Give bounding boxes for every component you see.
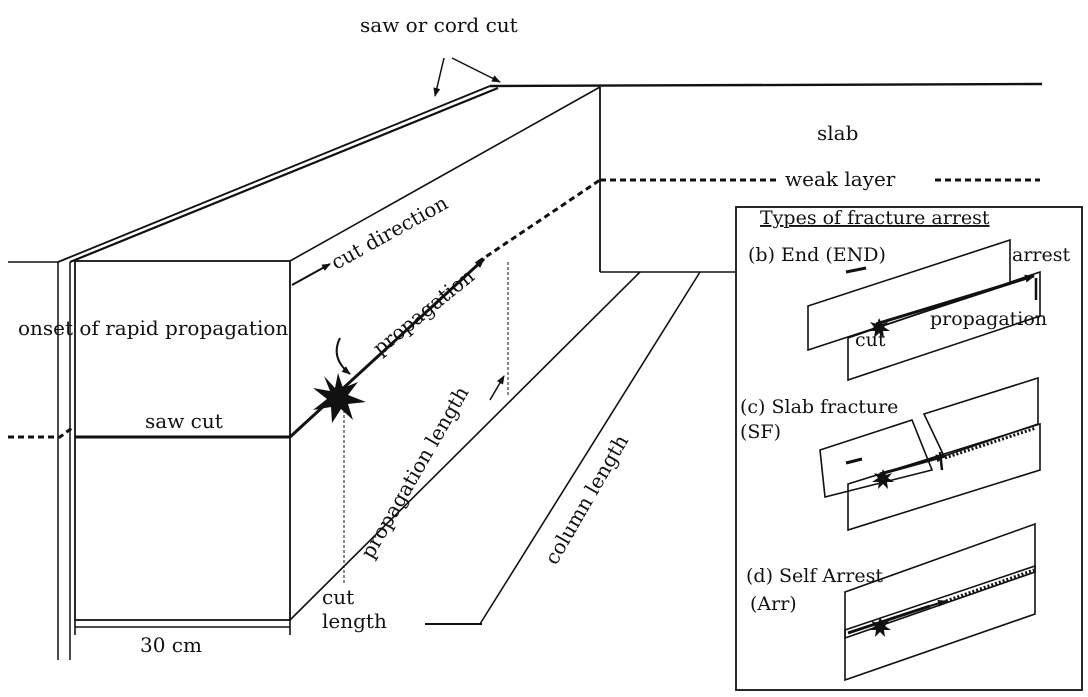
saw-cut-pointer-2 [451, 57, 501, 83]
snow-column [8, 82, 1043, 660]
panel-end: (b) End (END) arrest propagation cut [748, 238, 1070, 382]
width-dimension [74, 620, 291, 635]
width-label: 30 cm [140, 633, 202, 657]
arrest-label: arrest [1012, 244, 1070, 266]
column-length-label: column length [540, 430, 634, 568]
propagation-label: propagation [368, 264, 479, 360]
propagation-length-arrow [489, 375, 505, 401]
onset-label: onset of rapid propagation [18, 316, 288, 340]
saw-cut-label: saw cut [145, 409, 223, 433]
end-label: (b) End (END) [748, 244, 886, 266]
self-arrest-label-line1: (d) Self Arrest [746, 565, 883, 587]
inset-frame [735, 206, 1083, 691]
onset-pointer-arrow [335, 337, 351, 375]
inset-title: Types of fracture arrest [760, 207, 990, 229]
cut-length-label-line2: length [322, 609, 387, 633]
cut-direction-label: cut direction [327, 190, 452, 274]
propagation-length-label: propagation length [356, 382, 474, 562]
saw-cut-pointer-1 [433, 57, 445, 97]
fracture-arrest-inset: Types of fracture arrest (b) End (END) a… [735, 206, 1083, 691]
cut-length-label-line1: cut [322, 585, 354, 609]
panel-self-arrest: (d) Self Arrest (Arr) [746, 522, 1036, 682]
weak-layer-label: weak layer [785, 167, 896, 191]
slab-fracture-label-line1: (c) Slab fracture [740, 396, 898, 418]
slab-fracture-label-line2: (SF) [740, 421, 781, 443]
slab-label: slab [817, 121, 858, 145]
self-arrest-label-line2: (Arr) [750, 593, 797, 615]
weak-layer-lines [8, 178, 1040, 439]
saw-or-cord-cut-label: saw or cord cut [360, 13, 518, 37]
end-cut-label: cut [855, 329, 886, 351]
onset-starburst [313, 373, 366, 423]
cut-direction-arrow [291, 263, 331, 286]
panel-slab-fracture: (c) Slab fracture (SF) [740, 376, 1041, 532]
end-propagation-label: propagation [930, 308, 1047, 330]
